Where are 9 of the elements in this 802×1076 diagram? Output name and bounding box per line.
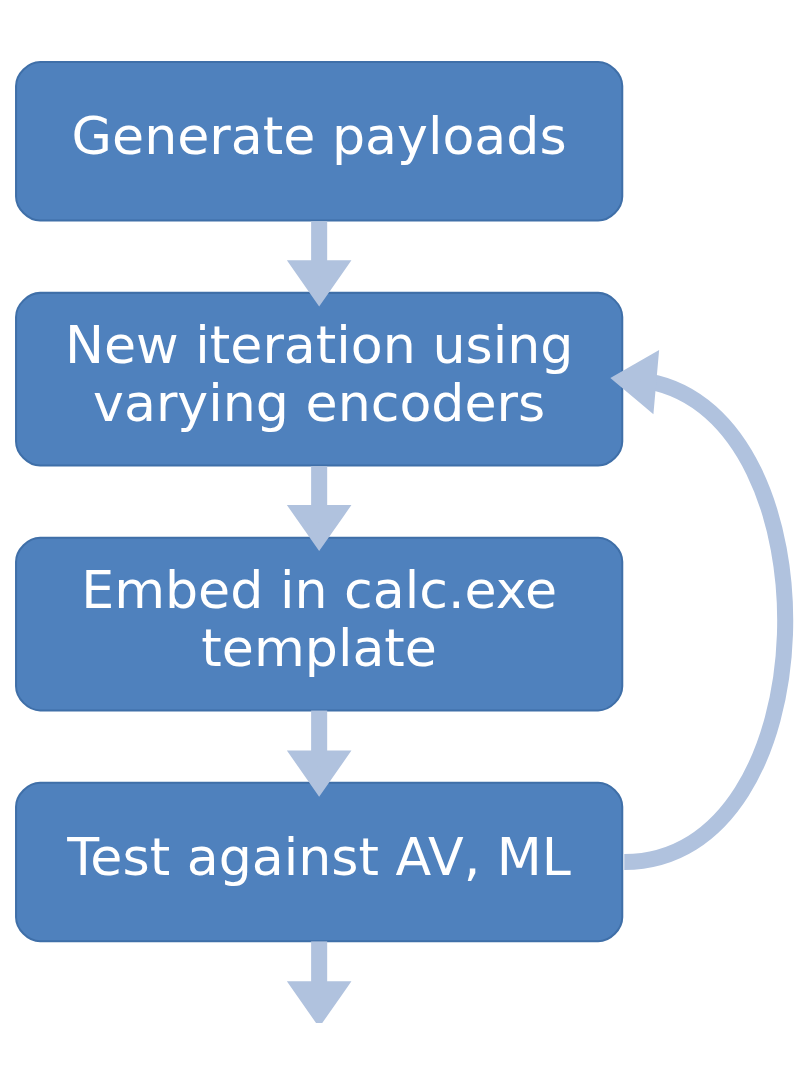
arrow (286, 220, 352, 306)
arrow (286, 940, 352, 1023)
arrow (286, 710, 352, 797)
node-box: Embed in calc.exe template (15, 536, 624, 711)
node-box: New iteration using varying encoders (15, 291, 624, 466)
node-box: Generate payloads (15, 60, 624, 222)
arrow (610, 349, 793, 870)
node-box: Test against AV, ML (15, 781, 624, 942)
arrow (286, 465, 352, 551)
